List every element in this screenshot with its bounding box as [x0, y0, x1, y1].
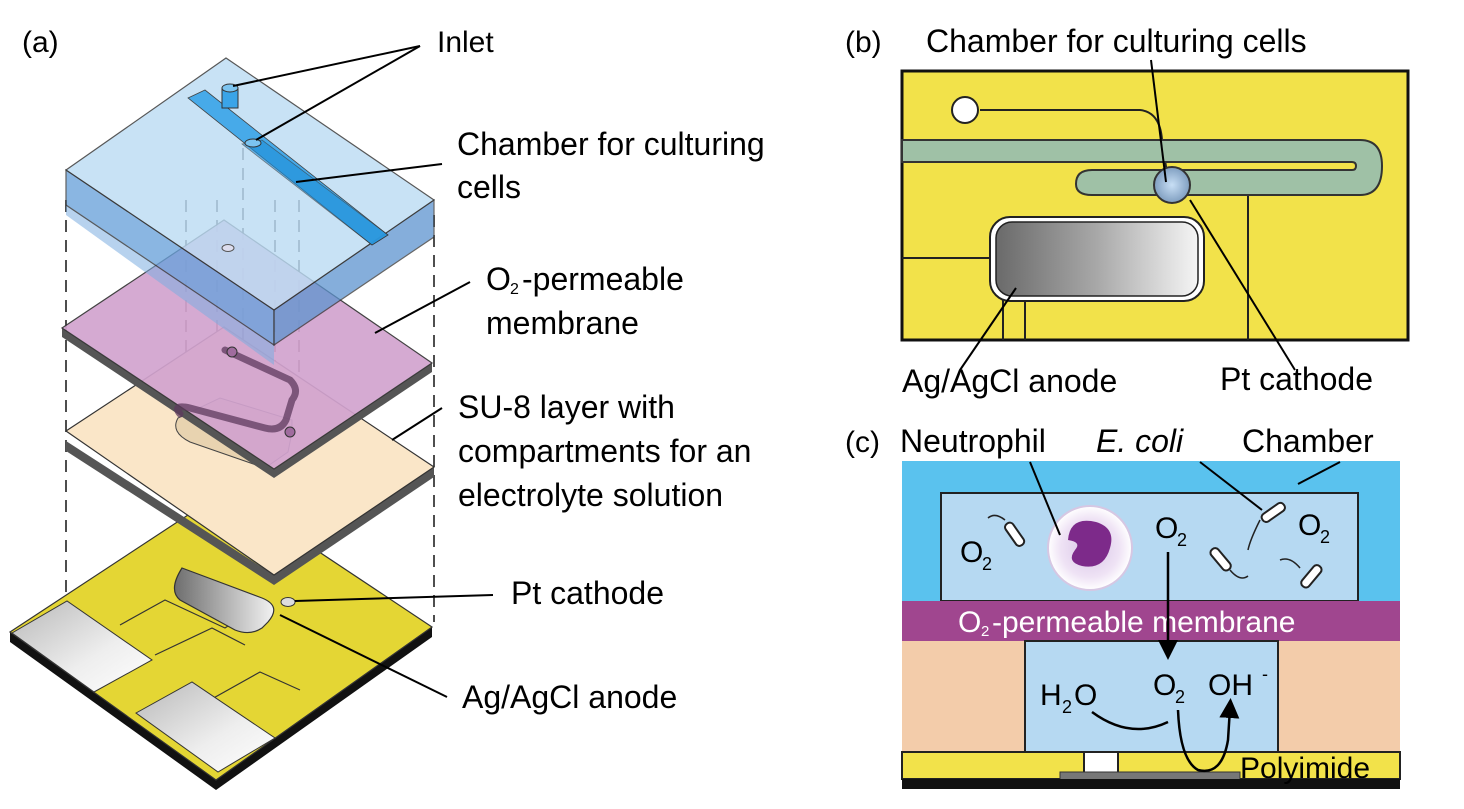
culture-channel [901, 139, 1384, 196]
o2-right-sub: 2 [1320, 527, 1330, 547]
o2-bottom: O [1153, 669, 1176, 702]
h2o-sub: 2 [1062, 697, 1072, 717]
o2-center: O [1155, 512, 1178, 545]
cathode-label: Pt cathode [511, 575, 664, 611]
su8-label-line2: compartments for an [458, 433, 751, 469]
membrane-o-sub: 2 [510, 281, 519, 298]
anode-pad [901, 751, 1085, 780]
panel-b-cathode-leader [1189, 199, 1296, 371]
substrate-layer [8, 489, 434, 790]
inlet-leader-2 [255, 45, 421, 141]
o2-center-sub: 2 [1177, 530, 1187, 550]
ecoli-flagella [987, 514, 1301, 579]
panel-c: (c) O 2 -permeable membrane Polyimide [845, 423, 1401, 789]
membrane-label-line1: -permeable [522, 261, 684, 297]
membrane-label-line2: membrane [486, 305, 639, 341]
anode-leader [279, 614, 448, 698]
chamber-c-label: Chamber [1242, 423, 1374, 459]
inlet-label: Inlet [437, 26, 494, 59]
h2o-h: H [1040, 679, 1062, 712]
oh-minus: - [1262, 664, 1268, 684]
o2-right: O [1298, 509, 1321, 542]
ecoli-bacteria [1004, 501, 1323, 589]
panel-b-chamber-leader [1150, 59, 1167, 183]
membrane-leader [374, 281, 471, 334]
su8-label-line1: SU-8 layer with [458, 389, 675, 425]
anode-label: Ag/AgCl anode [462, 679, 677, 715]
panel-b-cathode-label: Pt cathode [1220, 361, 1373, 397]
panel-b: (b) Chamber for culturing cells Ag/AgCl … [845, 23, 1410, 399]
polyimide-base [902, 779, 1400, 789]
oh-label: OH [1208, 669, 1253, 702]
membrane-band-sub: 2 [981, 623, 989, 640]
inlet-leader-1 [232, 45, 421, 87]
chamber-c-leader [1297, 461, 1341, 485]
culture-chamber [940, 492, 1359, 602]
panel-a-tag: (a) [22, 26, 59, 59]
cathode-leader [294, 594, 494, 602]
chamber-label-line1: Chamber for culturing [457, 126, 765, 162]
membrane-band [902, 601, 1400, 641]
neutrophil-label: Neutrophil [900, 423, 1046, 459]
chamber-leader [295, 163, 443, 183]
su8-leader [391, 407, 443, 441]
membrane-band-o: O [958, 606, 981, 639]
panel-a-labels: Inlet Chamber for culturing cells O 2 -p… [232, 26, 765, 715]
culture-chamber-well [1153, 166, 1191, 204]
reaction-arrow-right [1176, 698, 1240, 773]
polyimide-label: Polyimide [1240, 752, 1370, 785]
panel-b-chamber-label: Chamber for culturing cells [926, 23, 1307, 59]
reaction-arrow-left [1091, 710, 1169, 731]
panel-a: (a) [8, 26, 765, 790]
pt-electrode [1059, 771, 1241, 781]
o2-left-sub: 2 [982, 554, 992, 574]
panel-c-tag: (c) [845, 426, 880, 459]
anode-electrode [995, 221, 1199, 297]
h2o-o: O [1074, 679, 1097, 712]
panel-b-anode-leader [959, 287, 1017, 371]
panel-b-anode-label: Ag/AgCl anode [902, 363, 1117, 399]
o2-bottom-sub: 2 [1175, 687, 1185, 707]
neutrophil-leader [1029, 461, 1061, 536]
su8-label-line3: electrolyte solution [458, 477, 723, 513]
ecoli-leader [1199, 461, 1263, 511]
chamber-label-line2: cells [457, 169, 521, 205]
membrane-o-label: O [486, 261, 511, 297]
membrane-band-label: -permeable membrane [992, 606, 1295, 639]
pdms-block [64, 57, 436, 365]
neutrophil-nucleus [1068, 520, 1112, 567]
o2-left: O [960, 536, 983, 569]
panel-b-tag: (b) [845, 26, 882, 59]
ecoli-label: E. coli [1096, 423, 1184, 459]
